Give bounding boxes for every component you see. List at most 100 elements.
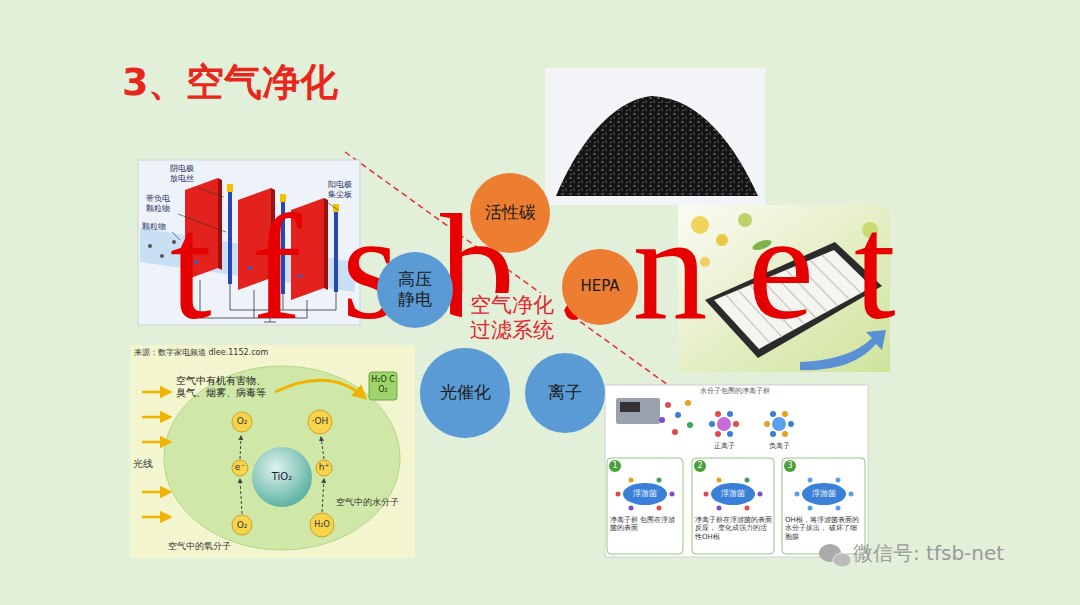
part-label: 阳电极 集尘板 bbox=[328, 180, 358, 199]
center-caption: 空气净化 过滤系统 bbox=[462, 293, 562, 343]
carbon-photo-part bbox=[545, 68, 765, 205]
ion-figure-part bbox=[770, 431, 776, 437]
photocatalysis-figure-part-part bbox=[142, 516, 170, 519]
step-number: 3 bbox=[784, 461, 796, 471]
step-number: 2 bbox=[694, 461, 706, 471]
photocatalysis-figure-part bbox=[252, 447, 312, 507]
part-label: 带负电 颗粒物 bbox=[146, 194, 176, 213]
ion-figure-part bbox=[717, 417, 731, 431]
topic-circle: HEPA bbox=[562, 249, 638, 325]
ion-figure-part bbox=[605, 385, 868, 557]
ion-figure-part bbox=[685, 400, 691, 406]
carbon-photo-part bbox=[556, 96, 758, 196]
molecule-label: TiO₂ bbox=[264, 471, 300, 483]
ion-figure-part bbox=[808, 506, 813, 511]
circle-fill bbox=[420, 348, 510, 438]
note-label: 空气中有机有害物、 臭气、烟雾、病毒等 bbox=[176, 375, 276, 399]
circle-fill bbox=[525, 353, 605, 433]
photocatalysis-figure-part bbox=[240, 436, 324, 514]
ion-figure-part bbox=[795, 492, 800, 497]
circle-text-box: 活性碳 bbox=[485, 203, 536, 223]
circle-label: 活性碳 bbox=[485, 203, 536, 223]
photocatalysis-figure-part-part bbox=[142, 391, 170, 394]
ion-figure-part bbox=[675, 412, 681, 418]
charge-label: e⁻ bbox=[230, 462, 250, 473]
photocatalysis-figure-part-part bbox=[142, 416, 170, 419]
photocatalysis-figure-part-part bbox=[142, 491, 170, 494]
step-caption: 净离子群在浮游菌的表面反应， 变化成强力的活性OH根 bbox=[695, 516, 772, 541]
circle-text-box: 光催化 bbox=[440, 383, 491, 403]
note-label: 空气中的氧分子 bbox=[168, 541, 248, 552]
circle-text-box: HEPA bbox=[580, 278, 619, 295]
molecule-label: ·OH bbox=[308, 416, 332, 427]
ion-figure-part bbox=[745, 506, 750, 511]
ion-figure-part bbox=[715, 431, 721, 437]
topic-circle: 光催化 bbox=[420, 348, 510, 438]
ion-figure-part bbox=[733, 421, 739, 427]
ion-figure-part bbox=[758, 492, 763, 497]
step-caption: 净离子群 包围在浮游菌的表面 bbox=[610, 516, 680, 533]
ion-figure-part bbox=[772, 417, 786, 431]
ion-figure-part bbox=[672, 429, 678, 435]
wechat-icon bbox=[819, 544, 851, 567]
ion-figure-part bbox=[764, 421, 770, 427]
ion-figure-part bbox=[727, 431, 733, 437]
photocatalysis-figure-part bbox=[164, 366, 400, 550]
note-label: 空气中的水分子 bbox=[336, 497, 408, 508]
ion-figure-part bbox=[802, 483, 846, 505]
photocatalysis-figure-part bbox=[232, 412, 252, 432]
ion-figure-part bbox=[629, 506, 634, 511]
bacteria-label: 浮游菌 bbox=[629, 489, 661, 499]
molecule-label: O₂ bbox=[232, 520, 252, 531]
ion-figure bbox=[605, 385, 868, 557]
ion-figure-part bbox=[657, 478, 662, 483]
ion-figure-part bbox=[788, 421, 794, 427]
ion-figure-part bbox=[657, 506, 662, 511]
step-caption: OH根，将浮游菌表面的水分子拔出， 破坏了细胞膜 bbox=[785, 516, 863, 541]
photocatalysis-figure bbox=[130, 345, 415, 558]
ion-figure-part bbox=[687, 422, 693, 428]
ion-figure-part bbox=[620, 402, 640, 412]
wechat-icon-part bbox=[833, 553, 851, 567]
photocatalysis-figure-part bbox=[142, 392, 170, 517]
figure-heading: 水分子包围的净离子群 bbox=[700, 387, 830, 395]
ion-figure-part bbox=[782, 411, 788, 417]
ion-figure-part bbox=[715, 411, 721, 417]
circle-fill bbox=[377, 252, 453, 328]
light-label: 光线 bbox=[133, 458, 163, 470]
ion-figure-part bbox=[782, 458, 865, 554]
ion-figure-part bbox=[665, 402, 671, 408]
ion-figure-part bbox=[836, 478, 841, 483]
photocatalysis-figure-part-part bbox=[321, 437, 324, 459]
ion-figure-part bbox=[709, 421, 715, 427]
circle-label: HEPA bbox=[580, 278, 619, 295]
ion-figure-part bbox=[609, 460, 621, 472]
ion-figure-part bbox=[616, 492, 621, 497]
ion-figure-part bbox=[616, 398, 660, 424]
ion-label: 负离子 bbox=[765, 442, 793, 450]
ion-figure-part bbox=[836, 506, 841, 511]
circle-fill bbox=[562, 249, 638, 325]
bacteria-label: 浮游菌 bbox=[717, 489, 749, 499]
circle-text-box: 高压静电 bbox=[397, 270, 433, 309]
ion-figure-part bbox=[694, 460, 706, 472]
part-label: 阴电极 放电丝 bbox=[170, 164, 200, 183]
molecule-label: H₂O bbox=[308, 520, 336, 530]
part-label: 颗粒物 bbox=[142, 222, 172, 232]
ion-figure-part bbox=[607, 458, 683, 554]
circle-label: 高压静电 bbox=[397, 270, 433, 309]
electrostatic-figure-part bbox=[160, 254, 164, 258]
ion-figure-part bbox=[717, 478, 722, 483]
electrostatic-figure-part bbox=[227, 184, 233, 192]
charge-label: h⁺ bbox=[314, 462, 334, 473]
ion-figure-part bbox=[727, 411, 733, 417]
ion-figure-part bbox=[623, 483, 667, 505]
ion-figure-part bbox=[670, 492, 675, 497]
ion-label: 正离子 bbox=[710, 442, 738, 450]
molecule-label: H₂O CO₂ bbox=[369, 375, 397, 394]
ion-figure-part bbox=[808, 478, 813, 483]
bacteria-label: 浮游菌 bbox=[808, 489, 840, 499]
ion-figure-part bbox=[711, 483, 755, 505]
topic-circle: 高压静电 bbox=[377, 252, 453, 328]
